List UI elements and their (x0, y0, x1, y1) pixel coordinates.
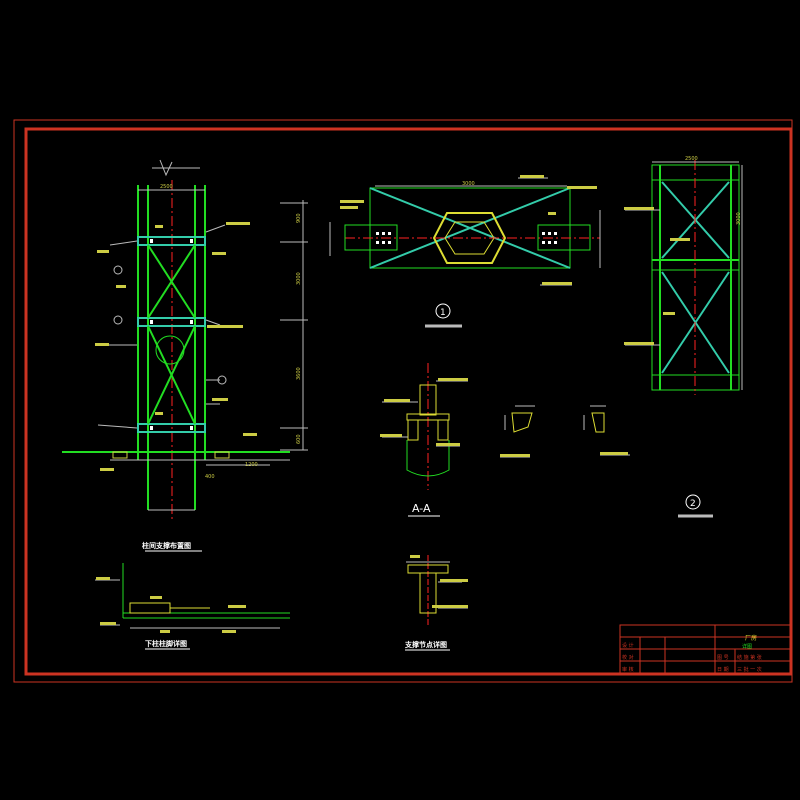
detail-1: 3000 1 (329, 175, 601, 328)
detail-marker-2: 2 (690, 499, 696, 509)
lower-detail-title: 下柱柱脚详图 (145, 639, 187, 648)
detail-2: 2500 3000 2 (624, 156, 743, 518)
tb-drawing: 详图 (742, 643, 752, 650)
dim-bottom-a: 400 (205, 474, 215, 480)
elevation-title: 柱间支撑布置图 (142, 541, 191, 550)
dim-right-top: 2500 (685, 156, 698, 162)
dim-bottom-b: 1200 (245, 462, 258, 468)
tb-val-1: 三 批 一 次 (737, 666, 762, 673)
dim-height-a: 3600 (296, 367, 302, 380)
lower-detail: 下柱柱脚详图 (95, 563, 290, 650)
inner-frame (24, 127, 793, 676)
node-detail: 支撑节点详图 (404, 555, 468, 651)
dim-seg-top: 900 (296, 213, 302, 223)
dim-right-total: 3000 (736, 212, 742, 225)
dim-plate-len: 3000 (462, 181, 475, 187)
detail-marker-1: 1 (440, 308, 446, 318)
tb-val-0: 结 施 第 张 (737, 654, 762, 661)
node-detail-title: 支撑节点详图 (404, 640, 447, 649)
tb-row-0: 设 计 (622, 642, 634, 649)
tb-right-0: 图 号 (717, 655, 729, 661)
tb-right-1: 日 期 (717, 667, 729, 673)
title-block: 设 计 校 对 审 核 厂房 详图 图 号 日 期 结 施 第 张 三 批 一 … (619, 624, 792, 675)
section-label: A-A (412, 502, 431, 515)
tb-row-1: 校 对 (622, 654, 634, 661)
dim-seg-bottom: 600 (296, 434, 302, 444)
tb-row-2: 审 核 (622, 666, 634, 673)
gusset-details (500, 405, 630, 458)
dim-height-b: 3000 (296, 272, 302, 285)
tb-project: 厂房 (745, 634, 757, 642)
elevation-view: 2500 900 3000 3600 600 400 1200 柱间支撑布置图 (62, 159, 308, 552)
dim-top-width: 2500 (160, 184, 173, 190)
section-a-a: A-A (380, 363, 468, 517)
